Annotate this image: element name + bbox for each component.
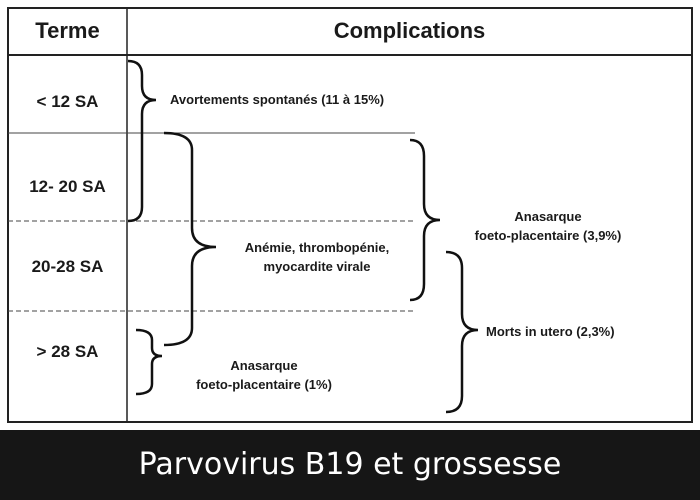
label-morts: Morts in utero (2,3%) xyxy=(486,324,615,339)
term-12-20: 12- 20 SA xyxy=(29,177,106,196)
label-anemie: Anémie, thrombopénie, myocardite virale xyxy=(222,238,412,276)
brace-anasarque-1 xyxy=(135,328,163,396)
label-anasarque-39-line2: foeto-placentaire (3,9%) xyxy=(474,228,622,243)
label-anasarque-1-line2: foeto-placentaire (1%) xyxy=(196,377,332,392)
table-border xyxy=(7,7,693,423)
brace-anasarque-39 xyxy=(409,138,441,302)
table-lines xyxy=(7,7,693,423)
brace-avortements xyxy=(127,59,157,223)
label-anemie-line2: myocardite virale xyxy=(263,259,371,274)
label-anasarque-1-line1: Anasarque xyxy=(230,358,298,373)
brace-anemie xyxy=(163,131,217,347)
footer-banner: Parvovirus B19 et grossesse xyxy=(0,430,700,500)
label-anemie-line1: Anémie, thrombopénie, xyxy=(244,240,390,255)
header-complications: Complications xyxy=(333,18,486,43)
header-terme: Terme xyxy=(35,18,100,43)
term-gt28: > 28 SA xyxy=(36,342,99,361)
term-lt12: < 12 SA xyxy=(36,92,99,111)
brace-morts xyxy=(445,250,479,414)
label-avortements: Avortements spontanés (11 à 15%) xyxy=(170,92,385,107)
footer-title: Parvovirus B19 et grossesse xyxy=(138,447,562,482)
label-anasarque-39-line1: Anasarque xyxy=(514,209,582,224)
label-anasarque-39: Anasarque foeto-placentaire (3,9%) xyxy=(438,207,658,245)
term-20-28: 20-28 SA xyxy=(31,257,104,276)
label-anasarque-1: Anasarque foeto-placentaire (1%) xyxy=(164,356,364,394)
